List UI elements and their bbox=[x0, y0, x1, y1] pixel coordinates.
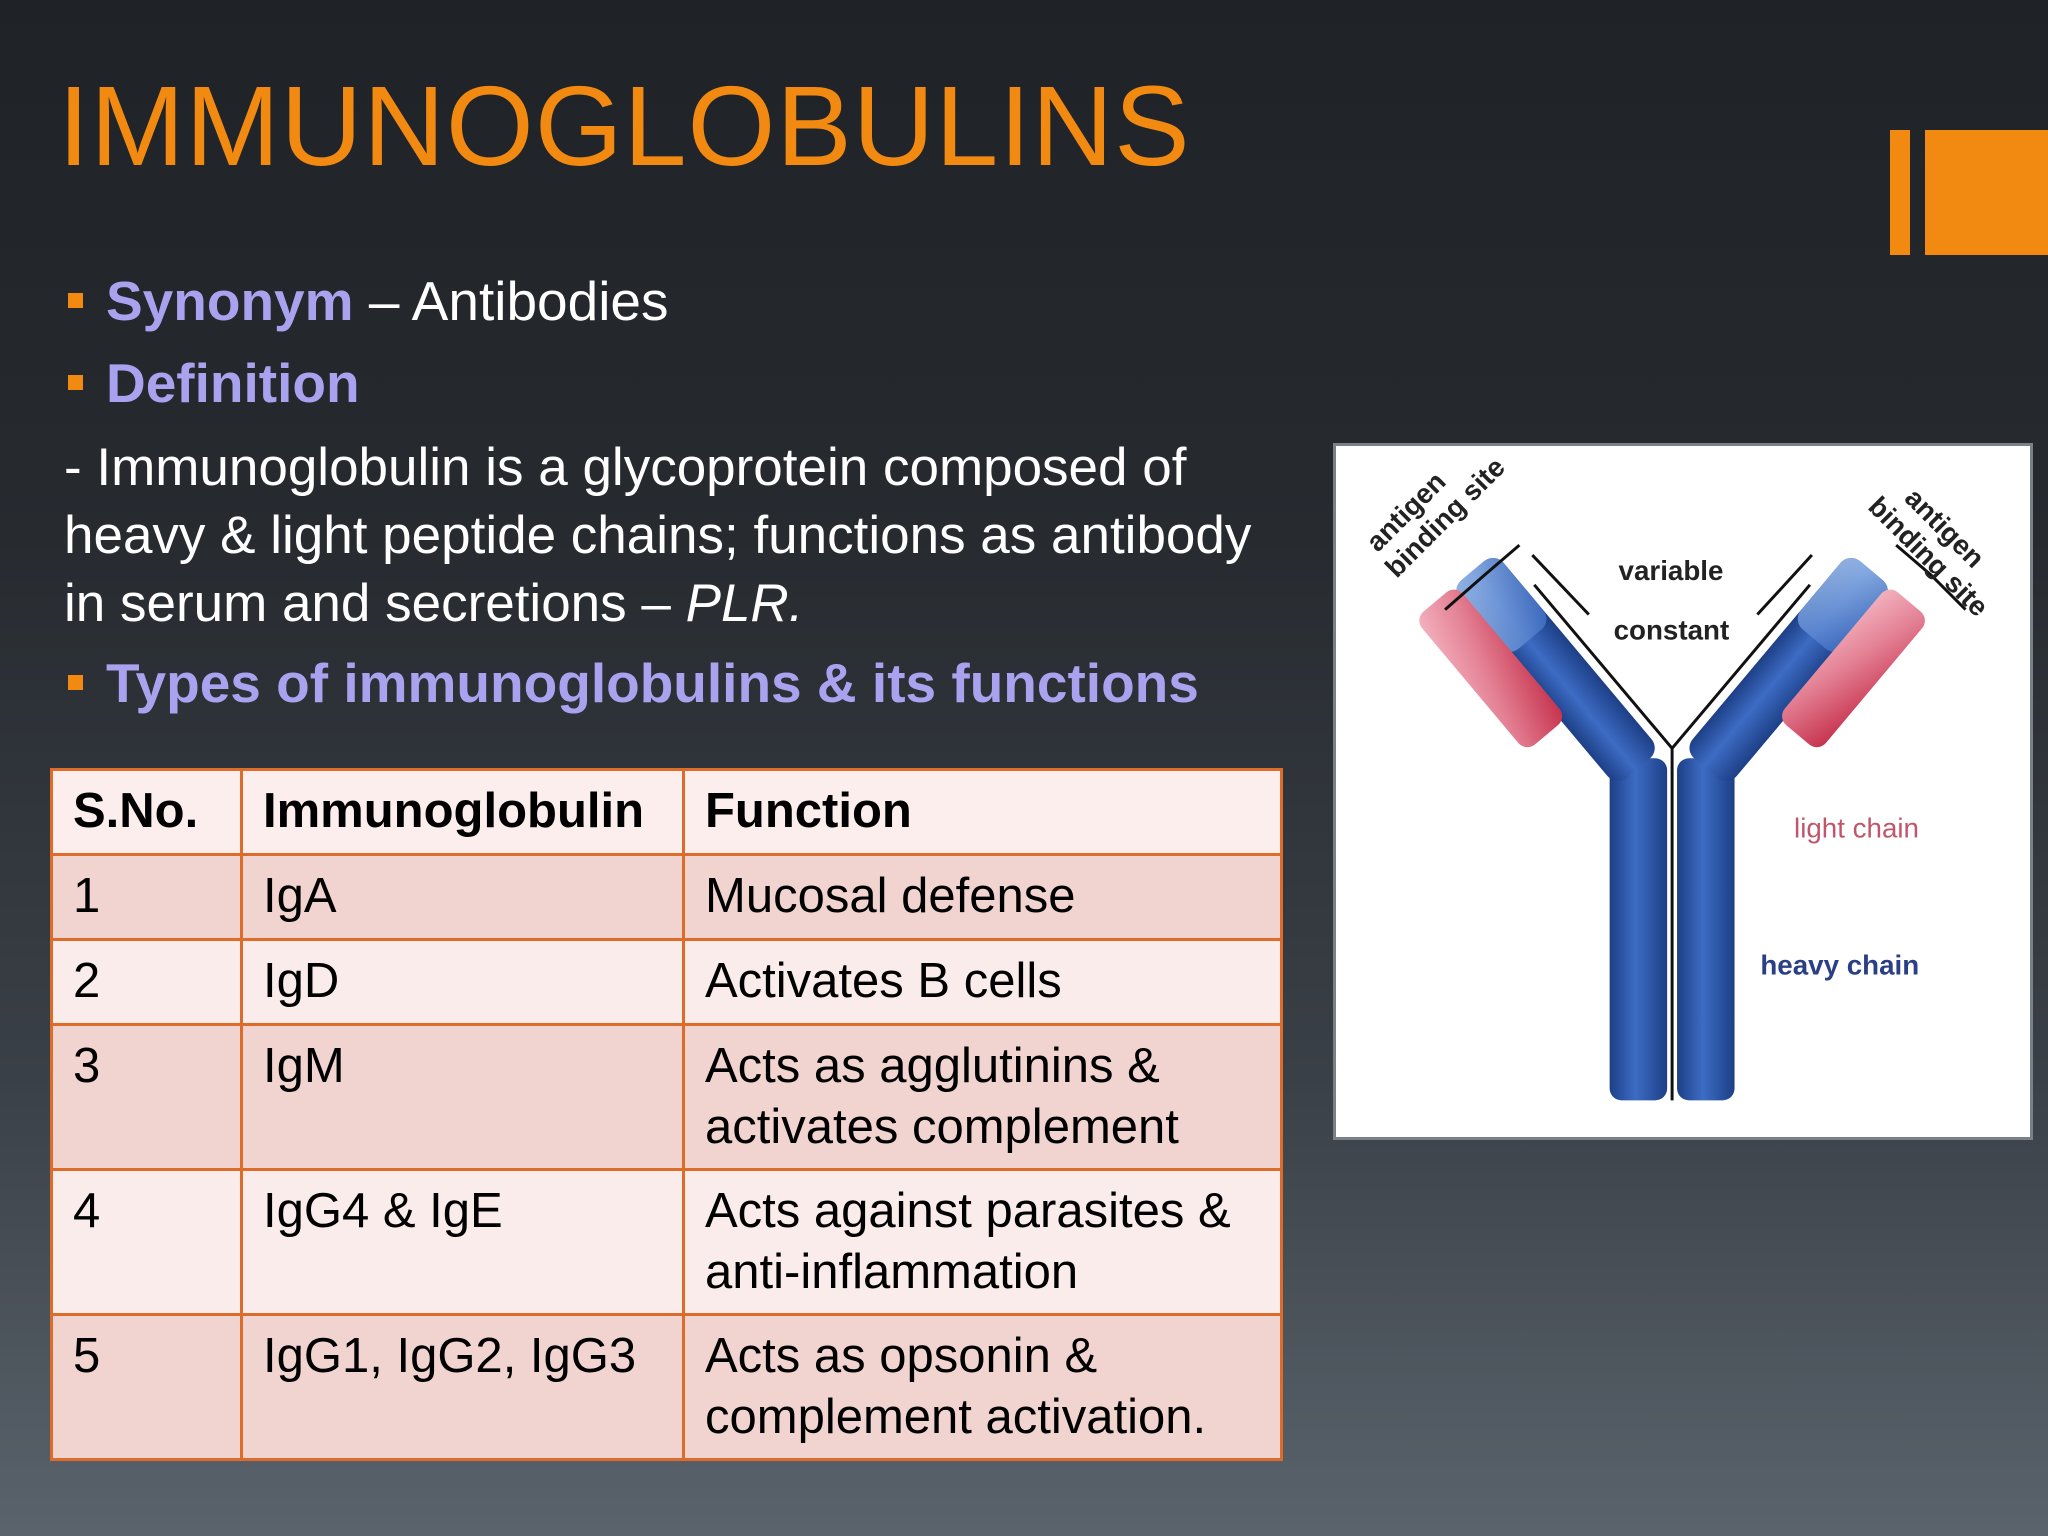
bullet-types: Types of immunoglobulins & its functions bbox=[68, 650, 1199, 716]
definition-body: - Immunoglobulin is a glycoprotein compo… bbox=[64, 438, 1252, 633]
header-sno: S.No. bbox=[50, 768, 243, 856]
cell-sno: 4 bbox=[50, 1168, 243, 1316]
constant-label: constant bbox=[1614, 614, 1730, 645]
table-row: 4 IgG4 & IgE Acts against parasites & an… bbox=[50, 1168, 1283, 1316]
header-immunoglobulin: Immunoglobulin bbox=[240, 768, 685, 856]
cell-function: Activates B cells bbox=[682, 938, 1283, 1026]
cell-sno: 1 bbox=[50, 853, 243, 941]
variable-arrow-right bbox=[1756, 554, 1813, 616]
accent-bar-thin bbox=[1890, 130, 1910, 255]
header-function: Function bbox=[682, 768, 1283, 856]
table-row: 3 IgM Acts as agglutinins & activates co… bbox=[50, 1023, 1283, 1171]
slide-title: IMMUNOGLOBULINS bbox=[58, 63, 1191, 189]
definition-text: - Immunoglobulin is a glycoprotein compo… bbox=[64, 434, 1274, 638]
definition-citation: PLR. bbox=[685, 574, 804, 633]
bullet-definition: Definition bbox=[68, 350, 360, 416]
cell-sno: 5 bbox=[50, 1313, 243, 1461]
table-row: 2 IgD Activates B cells bbox=[50, 938, 1283, 1026]
heavy-chain-arm-right bbox=[1689, 557, 1888, 782]
accent-bar-block bbox=[1925, 130, 2048, 255]
binding-site-bracket-right bbox=[1895, 544, 1967, 611]
heavy-chain-label: heavy chain bbox=[1760, 949, 1919, 980]
heavy-chain-stem-left bbox=[1609, 758, 1668, 1101]
cell-function: Acts against parasites & anti-inflammati… bbox=[682, 1168, 1283, 1316]
synonym-value: – Antibodies bbox=[353, 270, 669, 332]
table-row: 5 IgG1, IgG2, IgG3 Acts as opsonin & com… bbox=[50, 1313, 1283, 1461]
table-header-row: S.No. Immunoglobulin Function bbox=[50, 768, 1283, 856]
cell-immunoglobulin: IgG1, IgG2, IgG3 bbox=[240, 1313, 685, 1461]
antibody-diagram: variable constant light chain heavy chai… bbox=[1333, 443, 2033, 1140]
light-chain-left bbox=[1419, 589, 1563, 748]
bullet-synonym: Synonym – Antibodies bbox=[68, 268, 669, 334]
bullet-square-icon bbox=[68, 675, 83, 690]
cell-function: Acts as opsonin & complement activation. bbox=[682, 1313, 1283, 1461]
cell-sno: 3 bbox=[50, 1023, 243, 1171]
antibody-diagram-svg: variable constant light chain heavy chai… bbox=[1360, 451, 1995, 1101]
cell-function: Acts as agglutinins & activates compleme… bbox=[682, 1023, 1283, 1171]
definition-label: Definition bbox=[106, 352, 360, 414]
cell-sno: 2 bbox=[50, 938, 243, 1026]
variable-label: variable bbox=[1619, 555, 1724, 586]
heavy-chain-stem-right bbox=[1677, 758, 1735, 1101]
table-row: 1 IgA Mucosal defense bbox=[50, 853, 1283, 941]
cell-immunoglobulin: IgM bbox=[240, 1023, 685, 1171]
bullet-square-icon bbox=[68, 375, 83, 390]
cell-function: Mucosal defense bbox=[682, 853, 1283, 941]
bullet-square-icon bbox=[68, 293, 83, 308]
binding-site-bracket-left bbox=[1444, 544, 1521, 611]
cell-immunoglobulin: IgD bbox=[240, 938, 685, 1026]
variable-arrow-left bbox=[1531, 554, 1590, 616]
types-label: Types of immunoglobulins & its functions bbox=[106, 652, 1199, 714]
light-chain-right bbox=[1782, 589, 1925, 748]
cell-immunoglobulin: IgG4 & IgE bbox=[240, 1168, 685, 1316]
immunoglobulin-table: S.No. Immunoglobulin Function 1 IgA Muco… bbox=[50, 768, 1283, 1461]
synonym-label: Synonym bbox=[106, 270, 354, 332]
cell-immunoglobulin: IgA bbox=[240, 853, 685, 941]
light-chain-label: light chain bbox=[1794, 813, 1919, 844]
